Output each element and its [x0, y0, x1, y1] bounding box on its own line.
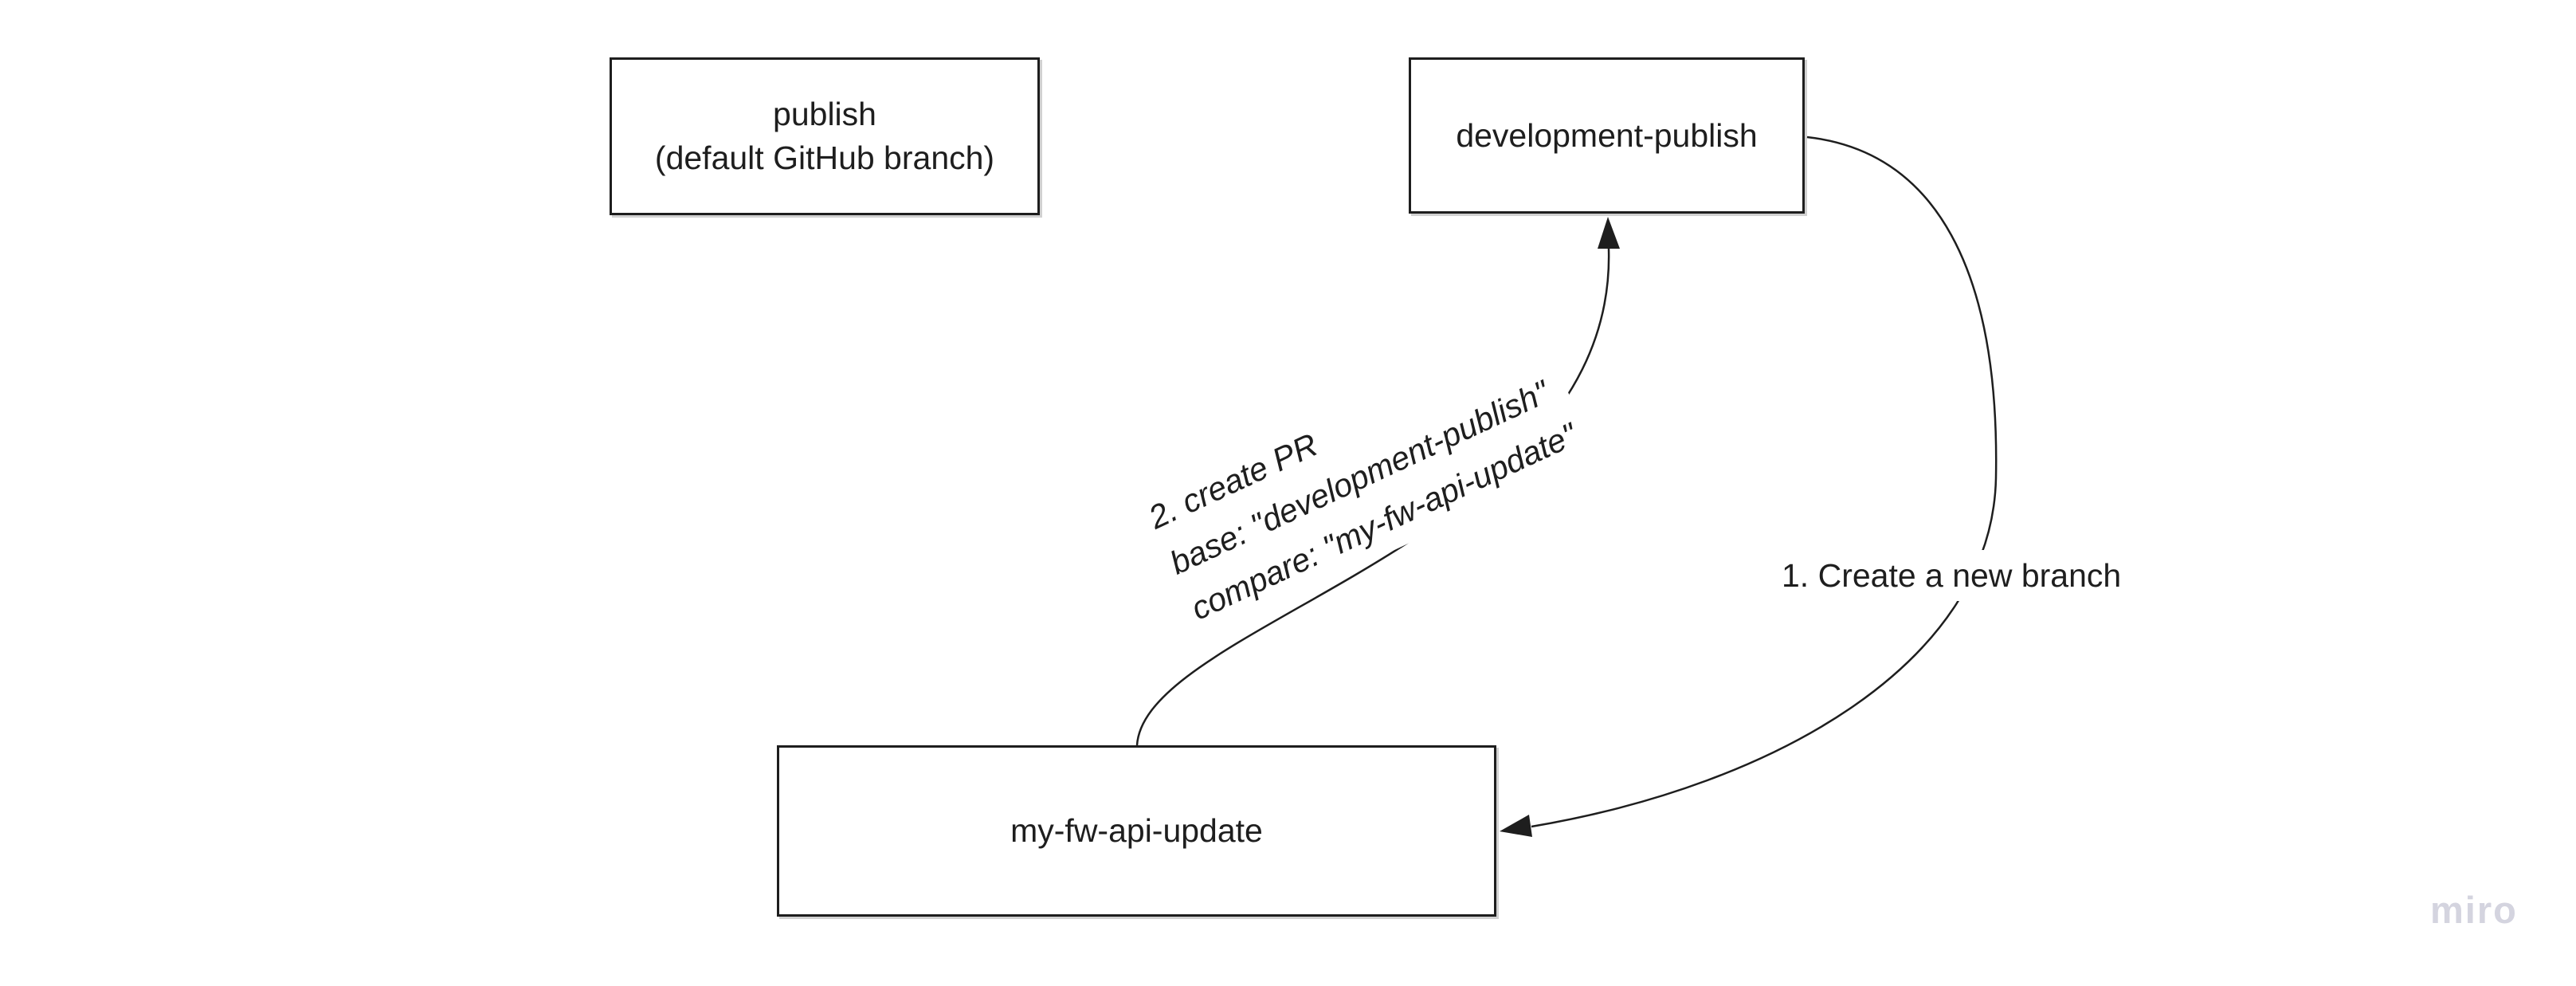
shape-publish-branch[interactable]: publish (default GitHub branch) [610, 57, 1040, 215]
my-fw-api-update-label: my-fw-api-update [1010, 812, 1263, 849]
shape-my-fw-api-update-branch[interactable]: my-fw-api-update [777, 745, 1496, 917]
publish-branch-label-line1: publish [773, 96, 876, 132]
arrowhead-into-my-fw-api-update [1500, 815, 1532, 837]
arrowhead-into-development-publish [1598, 217, 1620, 249]
connector-label-create-branch[interactable]: 1. Create a new branch [1770, 550, 2133, 601]
development-publish-label: development-publish [1456, 116, 1758, 154]
connector-create-pr-line [1135, 248, 1610, 746]
shape-development-publish-branch[interactable]: development-publish [1409, 57, 1805, 214]
connector-create-branch-line [1531, 136, 1998, 828]
connector-create-pr[interactable] [1135, 217, 1620, 746]
publish-branch-label-line2: (default GitHub branch) [654, 139, 995, 176]
miro-watermark-logo: miro [2430, 889, 2518, 931]
connector-create-branch[interactable] [1500, 136, 1998, 837]
